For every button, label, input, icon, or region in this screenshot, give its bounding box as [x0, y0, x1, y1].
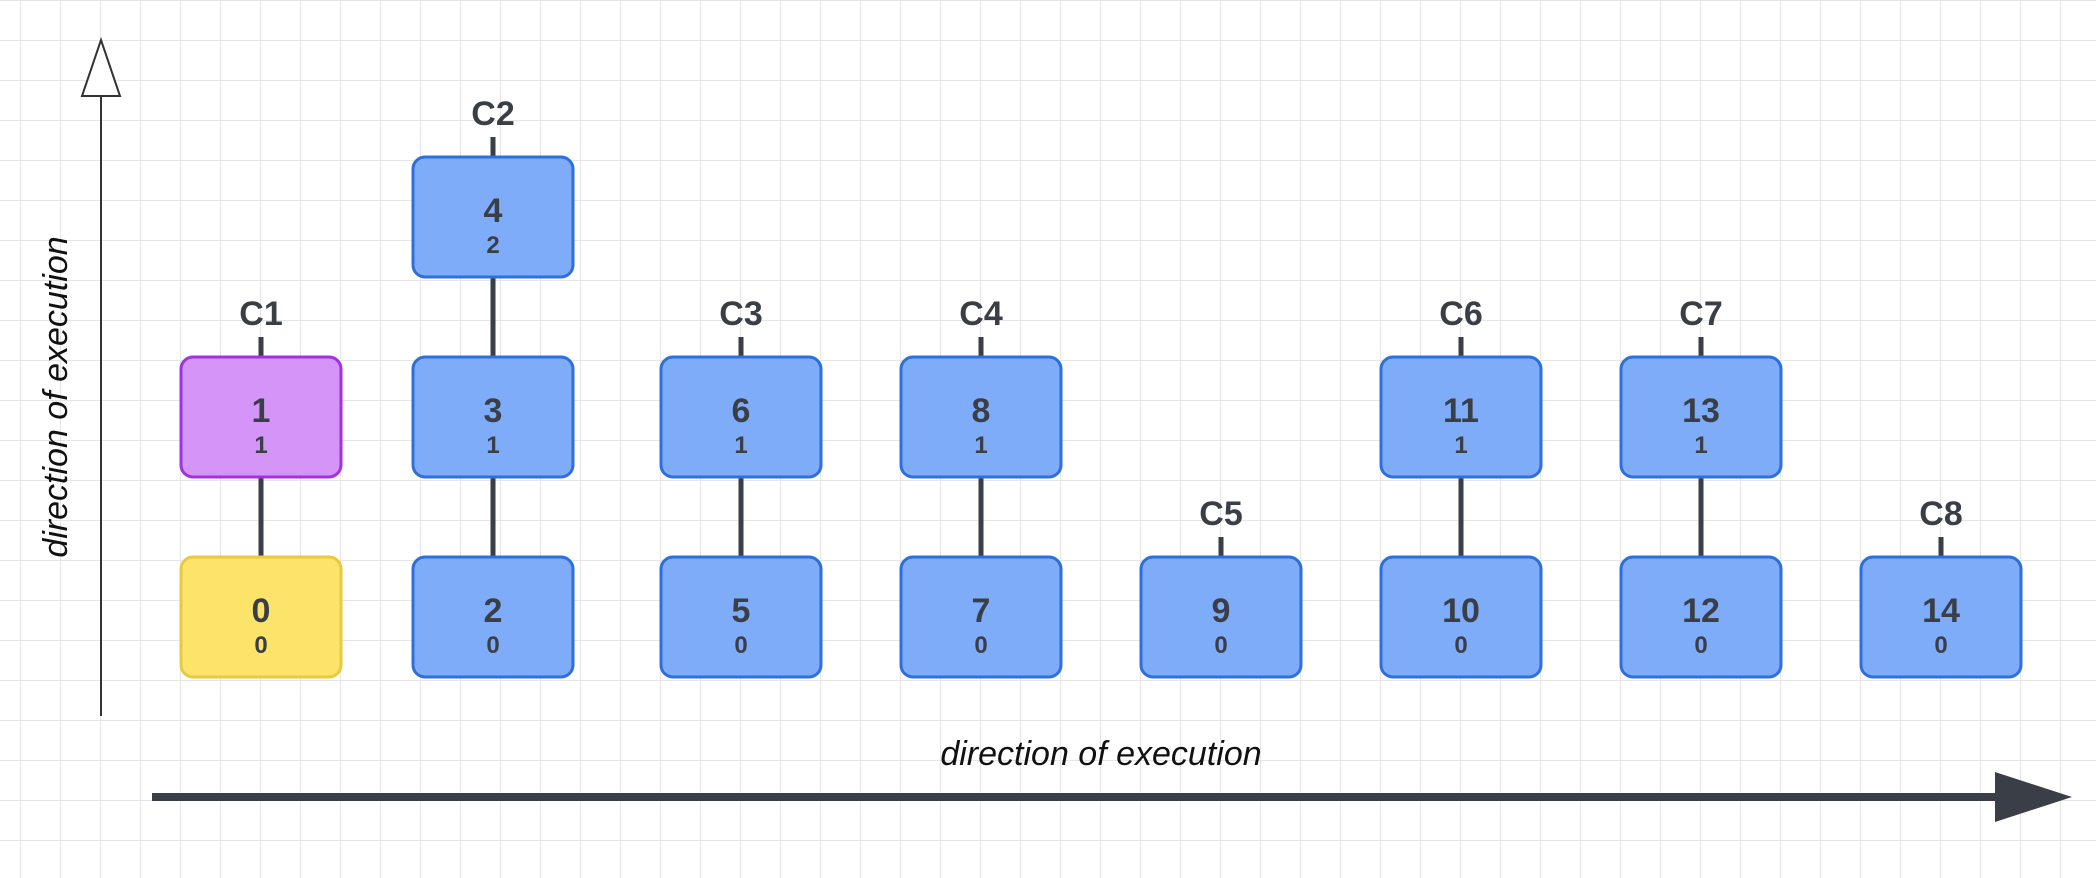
task-node-box [659, 555, 823, 679]
task-node-level: 0 [1934, 632, 1947, 659]
task-node-number: 2 [484, 592, 503, 630]
task-node-box [1859, 555, 2023, 679]
task-node-number: 7 [972, 592, 991, 630]
task-node-box [899, 355, 1063, 479]
column-c5: C5 90 [1139, 495, 1303, 679]
column-c6: C6 100 111 [1379, 295, 1543, 679]
task-node-box [1619, 355, 1783, 479]
y-axis-arrowhead [80, 36, 122, 97]
task-node-number: 1 [252, 392, 271, 430]
task-node-level: 1 [974, 432, 987, 459]
task-node-number: 10 [1442, 592, 1480, 630]
task-node-number: 6 [732, 392, 751, 430]
task-node-box [899, 555, 1063, 679]
task-node-8[interactable]: 81 [899, 355, 1063, 479]
columns-layer: C10011C2203142C35061C47081C590C6100111C7… [179, 95, 2023, 679]
column-label: C6 [1439, 295, 1482, 333]
task-node-level: 0 [1214, 632, 1227, 659]
task-node-box [179, 355, 343, 479]
task-node-box [1139, 555, 1303, 679]
x-axis-arrowhead [1995, 772, 2072, 822]
task-node-number: 3 [484, 392, 503, 430]
task-node-10[interactable]: 100 [1379, 555, 1543, 679]
task-node-number: 12 [1682, 592, 1720, 630]
task-node-number: 4 [484, 192, 503, 230]
task-node-level: 0 [974, 632, 987, 659]
task-node-6[interactable]: 61 [659, 355, 823, 479]
task-node-box [179, 555, 343, 679]
task-node-box [1379, 355, 1543, 479]
x-axis-label: direction of execution [940, 735, 1261, 773]
column-c1: C1 00 11 [179, 295, 343, 679]
task-node-level: 2 [486, 232, 499, 259]
task-node-number: 13 [1682, 392, 1720, 430]
task-node-level: 0 [254, 632, 267, 659]
column-c8: C8 140 [1859, 495, 2023, 679]
task-node-3[interactable]: 31 [411, 355, 575, 479]
task-node-level: 1 [1454, 432, 1467, 459]
task-node-number: 5 [732, 592, 751, 630]
task-node-level: 0 [1694, 632, 1707, 659]
column-c3: C3 50 61 [659, 295, 823, 679]
column-label: C8 [1919, 495, 1962, 533]
column-c4: C4 70 81 [899, 295, 1063, 679]
task-node-12[interactable]: 120 [1619, 555, 1783, 679]
task-node-2[interactable]: 20 [411, 555, 575, 679]
task-node-level: 1 [1694, 432, 1707, 459]
column-label: C7 [1679, 295, 1722, 333]
task-node-level: 0 [734, 632, 747, 659]
task-node-4[interactable]: 42 [411, 155, 575, 279]
task-node-level: 0 [486, 632, 499, 659]
task-node-box [411, 555, 575, 679]
column-label: C3 [719, 295, 762, 333]
task-node-box [1619, 555, 1783, 679]
column-label: C1 [239, 295, 282, 333]
y-axis-label: direction of execution [37, 236, 75, 557]
task-node-11[interactable]: 111 [1379, 355, 1543, 479]
task-node-0[interactable]: 00 [179, 555, 343, 679]
task-node-1[interactable]: 11 [179, 355, 343, 479]
task-node-14[interactable]: 140 [1859, 555, 2023, 679]
task-node-5[interactable]: 50 [659, 555, 823, 679]
column-label: C5 [1199, 495, 1242, 533]
task-node-box [659, 355, 823, 479]
task-node-number: 8 [972, 392, 991, 430]
task-node-box [411, 355, 575, 479]
task-node-level: 1 [734, 432, 747, 459]
task-node-number: 0 [252, 592, 271, 630]
task-node-number: 11 [1443, 392, 1479, 430]
column-label: C2 [471, 95, 514, 133]
task-node-13[interactable]: 131 [1619, 355, 1783, 479]
task-node-level: 1 [254, 432, 267, 459]
task-node-box [411, 155, 575, 279]
task-node-number: 9 [1212, 592, 1231, 630]
column-label: C4 [959, 295, 1003, 333]
task-node-number: 14 [1922, 592, 1960, 630]
task-node-9[interactable]: 90 [1139, 555, 1303, 679]
task-node-level: 1 [486, 432, 499, 459]
task-node-level: 0 [1454, 632, 1467, 659]
task-node-box [1379, 555, 1543, 679]
column-c7: C7 120 131 [1619, 295, 1783, 679]
task-node-7[interactable]: 70 [899, 555, 1063, 679]
